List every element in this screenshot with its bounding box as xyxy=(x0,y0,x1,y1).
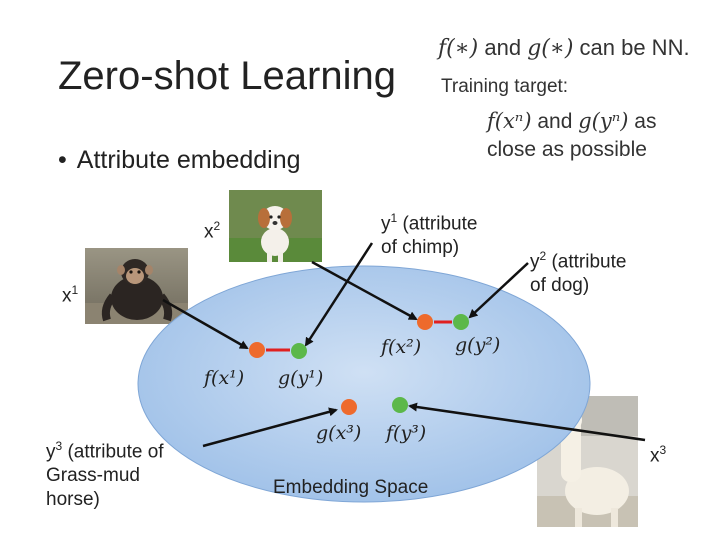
point-f-x2 xyxy=(417,314,433,330)
label-g-y1: g(y¹) xyxy=(278,367,324,389)
point-f-y3 xyxy=(392,397,408,413)
embedding-space-ellipse xyxy=(137,265,591,503)
label-y2: y2 (attribute of dog) xyxy=(530,249,627,297)
arrow-x2-to-fx2 xyxy=(311,260,418,321)
nn-note: f(∗) and g(∗) can be NN. xyxy=(438,35,690,61)
label-y3: y3 (attribute of Grass-mud horse) xyxy=(46,439,164,511)
label-f-x1: f(x¹) xyxy=(204,367,245,389)
training-as: as xyxy=(628,110,657,133)
point-f-x1 xyxy=(249,342,265,358)
arrow-y1-to-gy1 xyxy=(304,242,374,347)
f-xn: f(xⁿ) xyxy=(487,109,532,133)
training-and: and xyxy=(531,110,579,133)
training-target-line1: f(xⁿ) and g(yⁿ) as xyxy=(487,109,656,134)
nn-rest: can be NN. xyxy=(573,35,690,60)
g-yn: g(yⁿ) xyxy=(578,109,629,133)
label-x2: x2 xyxy=(204,219,221,243)
label-f-x2: f(x²) xyxy=(381,336,422,358)
embedding-space-label: Embedding Space xyxy=(273,477,429,498)
g-symbol: g(∗) xyxy=(527,36,574,61)
bullet-text: Attribute embedding xyxy=(76,146,301,174)
label-g-y2: g(y²) xyxy=(455,334,501,356)
label-x1: x1 xyxy=(62,283,79,307)
arrow-x1-to-fx1 xyxy=(162,298,249,350)
training-target-line2: close as possible xyxy=(487,138,647,161)
nn-and: and xyxy=(478,35,528,60)
arrow-y2-to-gy2 xyxy=(468,262,529,319)
label-x3: x3 xyxy=(650,443,667,467)
f-symbol: f(∗) xyxy=(438,36,479,61)
chimp-photo xyxy=(85,248,188,324)
training-target-label: Training target: xyxy=(441,76,569,97)
label-f-y3: f(y³) xyxy=(386,422,427,444)
label-y1: y1 (attribute of chimp) xyxy=(381,211,478,259)
point-g-x3 xyxy=(341,399,357,415)
arrow-y3-to-gx3 xyxy=(202,407,338,448)
slide-title: Zero-shot Learning xyxy=(58,54,396,98)
label-g-x3: g(x³) xyxy=(316,422,362,444)
alpaca-photo xyxy=(537,396,638,527)
point-g-y1 xyxy=(291,343,307,359)
arrow-x3-to-fy3 xyxy=(408,402,646,442)
point-g-y2 xyxy=(453,314,469,330)
bullet-dot: • xyxy=(58,146,67,174)
dog-photo xyxy=(229,190,322,262)
bullet-attribute-embedding: • Attribute embedding xyxy=(58,146,301,175)
